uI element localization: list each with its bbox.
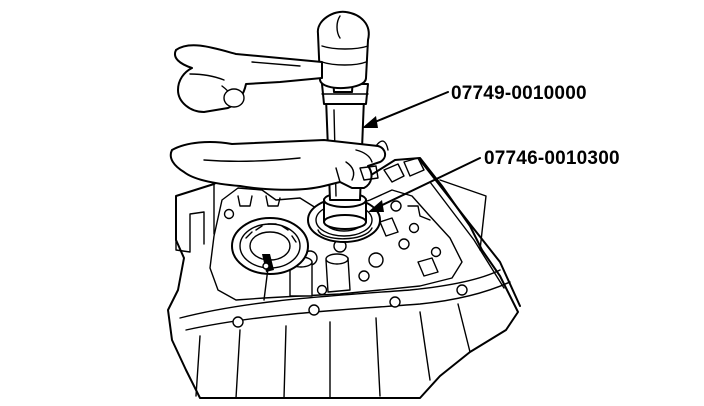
left-bearing <box>231 217 309 301</box>
gasket-face <box>209 187 463 301</box>
callout-attachment-part-number: 07746-0010300 <box>484 148 620 169</box>
lower-hand <box>169 139 389 191</box>
hammer <box>316 10 370 93</box>
upper-hand <box>174 44 323 113</box>
leader-lines <box>362 91 481 212</box>
callout-driver-handle-part-number: 07749-0010000 <box>451 83 587 104</box>
case-edge-detail <box>359 157 425 183</box>
